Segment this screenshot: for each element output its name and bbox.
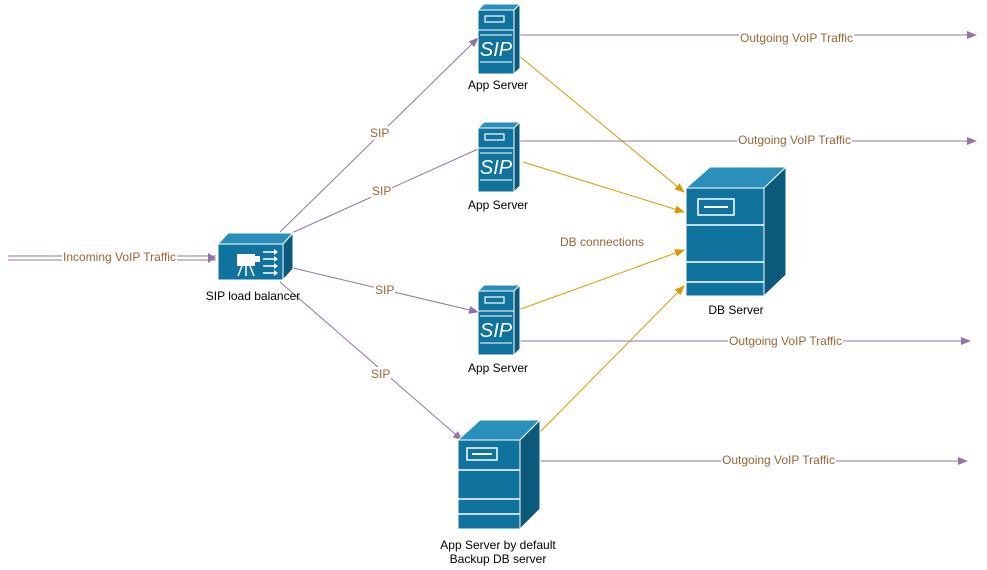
backup-server-label-line1: App Server by default xyxy=(440,538,556,552)
db-server-icon[interactable] xyxy=(684,165,788,298)
outgoing-traffic-label-4: Outgoing VoIP Traffic xyxy=(721,453,836,467)
svg-text:SIP: SIP xyxy=(480,157,513,179)
outgoing-traffic-label-1: Outgoing VoIP Traffic xyxy=(739,31,854,45)
app-server-label-3: App Server xyxy=(467,361,529,375)
sip-server-icon[interactable]: SIP xyxy=(476,2,522,76)
sip-server-icon[interactable]: SIP xyxy=(476,283,522,357)
sip-label-2: SIP xyxy=(371,184,393,198)
app-server-label-2: App Server xyxy=(467,198,529,212)
sip-label-4: SIP xyxy=(370,367,392,381)
outgoing-traffic-label-2: Outgoing VoIP Traffic xyxy=(737,133,852,147)
sip-label-1: SIP xyxy=(369,126,391,140)
db-edge-1 xyxy=(517,54,685,193)
sip-label-3: SIP xyxy=(374,283,396,297)
sip-server-icon[interactable]: SIP xyxy=(476,120,522,194)
app-server-label-1: App Server xyxy=(467,78,529,92)
backup-server-icon[interactable] xyxy=(456,418,542,531)
db-edge-2 xyxy=(522,161,685,214)
db-edge-4 xyxy=(539,285,685,433)
load-balancer-icon[interactable] xyxy=(216,231,295,282)
incoming-traffic-label: Incoming VoIP Traffic xyxy=(62,250,177,264)
svg-text:SIP: SIP xyxy=(480,39,513,61)
sip-edge-4 xyxy=(279,281,463,441)
outgoing-traffic-label-3: Outgoing VoIP Traffic xyxy=(728,334,843,348)
db-connections-label: DB connections xyxy=(560,235,645,249)
backup-server-label-line2: Backup DB server xyxy=(449,552,547,566)
db-server-label: DB Server xyxy=(708,303,764,317)
svg-text:SIP: SIP xyxy=(480,320,513,342)
load-balancer-label: SIP load balancer xyxy=(205,289,301,303)
db-edge-3 xyxy=(517,249,685,311)
